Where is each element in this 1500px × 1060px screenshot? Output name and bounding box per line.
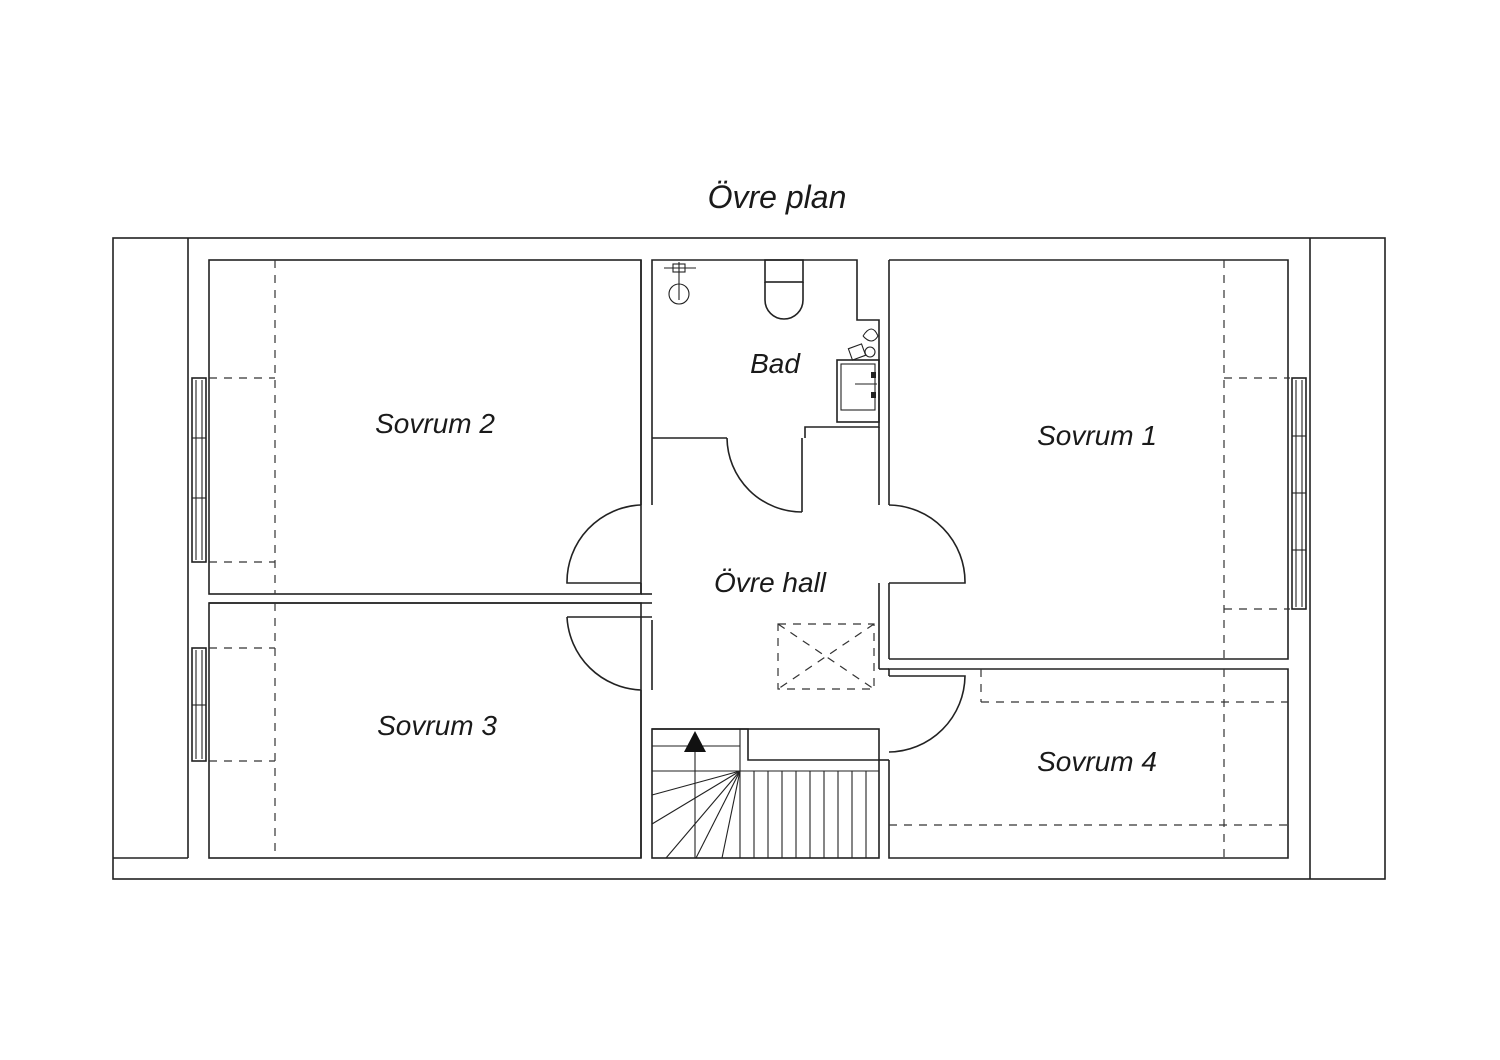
outer-frame <box>112 237 1386 880</box>
window-bedroom-3 <box>191 647 207 762</box>
room-bathroom <box>651 259 880 513</box>
plan-title: Övre plan <box>708 179 847 215</box>
stair-direction-arrow-icon <box>684 731 706 752</box>
attic-hatch <box>777 623 875 690</box>
label-bedroom-1: Sovrum 1 <box>1037 420 1157 451</box>
window-bedroom-2 <box>191 377 207 563</box>
label-bedroom-2: Sovrum 2 <box>375 408 495 439</box>
window-bedroom-1 <box>1291 377 1307 610</box>
staircase <box>651 728 880 859</box>
label-bedroom-4: Sovrum 4 <box>1037 746 1157 777</box>
label-bathroom: Bad <box>750 348 801 379</box>
label-bedroom-3: Sovrum 3 <box>377 710 497 741</box>
sink-icon <box>836 328 880 423</box>
toilet-icon <box>764 259 804 320</box>
room-bedroom-4 <box>888 668 1289 859</box>
shower-icon <box>664 262 696 305</box>
room-bedroom-1 <box>878 259 1290 669</box>
label-upper-hall: Övre hall <box>714 567 827 598</box>
